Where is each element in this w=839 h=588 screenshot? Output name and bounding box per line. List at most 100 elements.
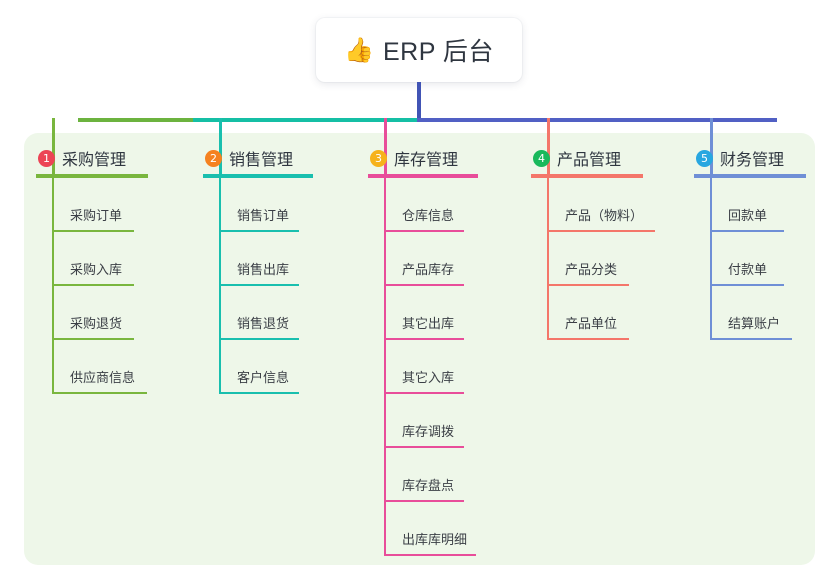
- branch-header-1[interactable]: 1 采购管理: [36, 146, 126, 170]
- branch-column-5: 5 财务管理回款单付款单结算账户: [694, 146, 806, 340]
- branch-item-rule: [547, 230, 655, 232]
- branch-item-label: 销售出库: [237, 262, 290, 277]
- branch-item-rule: [384, 554, 476, 556]
- branch-header-rule-2: [203, 174, 313, 178]
- branch-badge-icon-5: 5: [696, 149, 713, 167]
- branch-item-label: 销售订单: [237, 208, 290, 223]
- branch-item-rule: [547, 284, 629, 286]
- branch-item[interactable]: 供应商信息: [52, 340, 151, 394]
- segment-green: [78, 118, 193, 122]
- branch-item-label: 客户信息: [237, 370, 290, 385]
- branch-item-label: 仓库信息: [402, 208, 455, 223]
- branch-title-2: 销售管理: [229, 152, 294, 169]
- branch-item-label: 库存盘点: [402, 478, 455, 493]
- branch-item-rule: [384, 500, 464, 502]
- branch-item[interactable]: 客户信息: [219, 340, 303, 394]
- branch-item-label: 产品分类: [565, 262, 618, 277]
- branch-spine-5: [710, 178, 712, 340]
- branch-item-rule: [710, 338, 792, 340]
- branch-item-label: 采购退货: [70, 316, 123, 331]
- branch-item-label: 采购订单: [70, 208, 123, 223]
- branch-item-rule: [219, 392, 299, 394]
- branch-badge-icon-1: 1: [38, 149, 55, 167]
- branch-item[interactable]: 销售出库: [219, 232, 303, 286]
- branch-drop-line-5: [710, 118, 713, 174]
- branch-item-label: 采购入库: [70, 262, 123, 277]
- branch-column-1: 1 采购管理采购订单采购入库采购退货供应商信息: [36, 146, 148, 394]
- branch-title-5: 财务管理: [720, 152, 785, 169]
- branch-item[interactable]: 产品分类: [547, 232, 633, 286]
- branch-item-rule: [52, 230, 134, 232]
- branch-item-label: 其它出库: [402, 316, 455, 331]
- branch-spine-3: [384, 178, 386, 556]
- root-title: ERP 后台: [382, 38, 494, 66]
- branch-title-3: 库存管理: [394, 152, 459, 169]
- branch-item-label: 产品库存: [402, 262, 455, 277]
- branch-item[interactable]: 出库库明细: [384, 502, 480, 556]
- branch-item[interactable]: 采购退货: [52, 286, 138, 340]
- branch-item[interactable]: 其它入库: [384, 340, 468, 394]
- branch-item[interactable]: 其它出库: [384, 286, 468, 340]
- branch-drop-line-3: [384, 118, 387, 174]
- branch-title-1: 采购管理: [62, 152, 127, 169]
- branch-drop-line-1: [52, 118, 55, 174]
- branch-badge-icon-4: 4: [533, 149, 550, 167]
- root-node[interactable]: 👍 ERP 后台: [316, 18, 522, 82]
- branch-item[interactable]: 产品（物料）: [547, 178, 659, 232]
- branch-item-rule: [219, 338, 299, 340]
- segment-blue: [417, 118, 777, 122]
- branch-badge-icon-3: 3: [370, 149, 387, 167]
- branch-item[interactable]: 付款单: [710, 232, 788, 286]
- branch-drop-line-4: [547, 118, 550, 174]
- branch-item[interactable]: 仓库信息: [384, 178, 468, 232]
- branch-item-rule: [384, 446, 464, 448]
- diagram-background-panel: [24, 133, 815, 565]
- branch-item[interactable]: 回款单: [710, 178, 788, 232]
- branch-item[interactable]: 采购入库: [52, 232, 138, 286]
- branch-item-rule: [547, 338, 629, 340]
- branch-item-label: 结算账户: [728, 316, 781, 331]
- branch-column-4: 4 产品管理产品（物料） 产品分类产品单位: [531, 146, 655, 340]
- branch-item[interactable]: 产品库存: [384, 232, 468, 286]
- branch-item-rule: [384, 284, 464, 286]
- branch-item[interactable]: 产品单位: [547, 286, 633, 340]
- branch-header-3[interactable]: 3 库存管理: [368, 146, 458, 170]
- branch-spine-4: [547, 178, 549, 340]
- branch-item-rule: [52, 284, 134, 286]
- thumbs-up-icon: 👍: [344, 36, 374, 64]
- branch-title-4: 产品管理: [557, 152, 622, 169]
- branch-item-rule: [384, 392, 464, 394]
- branch-header-4[interactable]: 4 产品管理: [531, 146, 621, 170]
- branch-item-label: 回款单: [728, 208, 768, 223]
- branch-item-rule: [52, 392, 147, 394]
- branch-item[interactable]: 销售订单: [219, 178, 303, 232]
- branch-item-label: 销售退货: [237, 316, 290, 331]
- branch-item[interactable]: 库存盘点: [384, 448, 468, 502]
- branch-header-rule-1: [36, 174, 148, 178]
- branch-item[interactable]: 采购订单: [52, 178, 138, 232]
- branch-item-rule: [710, 284, 784, 286]
- branch-item-label: 付款单: [728, 262, 768, 277]
- branch-item-rule: [710, 230, 784, 232]
- branch-item[interactable]: 结算账户: [710, 286, 796, 340]
- branch-item-label: 其它入库: [402, 370, 455, 385]
- branch-drop-line-2: [219, 118, 222, 174]
- branch-spine-1: [52, 178, 54, 394]
- branch-item-label: 产品单位: [565, 316, 618, 331]
- branch-header-5[interactable]: 5 财务管理: [694, 146, 784, 170]
- branch-header-rule-5: [694, 174, 806, 178]
- branch-item-rule: [219, 230, 299, 232]
- branch-column-3: 3 库存管理仓库信息产品库存其它出库其它入库库存调拨库存盘点出库库明细: [368, 146, 478, 556]
- branch-item[interactable]: 库存调拨: [384, 394, 468, 448]
- branch-spine-2: [219, 178, 221, 394]
- branch-item-rule: [219, 284, 299, 286]
- branch-item-label: 产品（物料）: [565, 208, 644, 223]
- branch-item-rule: [384, 230, 464, 232]
- branch-item-rule: [52, 338, 134, 340]
- branch-item[interactable]: 销售退货: [219, 286, 303, 340]
- branch-header-rule-4: [531, 174, 643, 178]
- segment-teal: [193, 118, 417, 122]
